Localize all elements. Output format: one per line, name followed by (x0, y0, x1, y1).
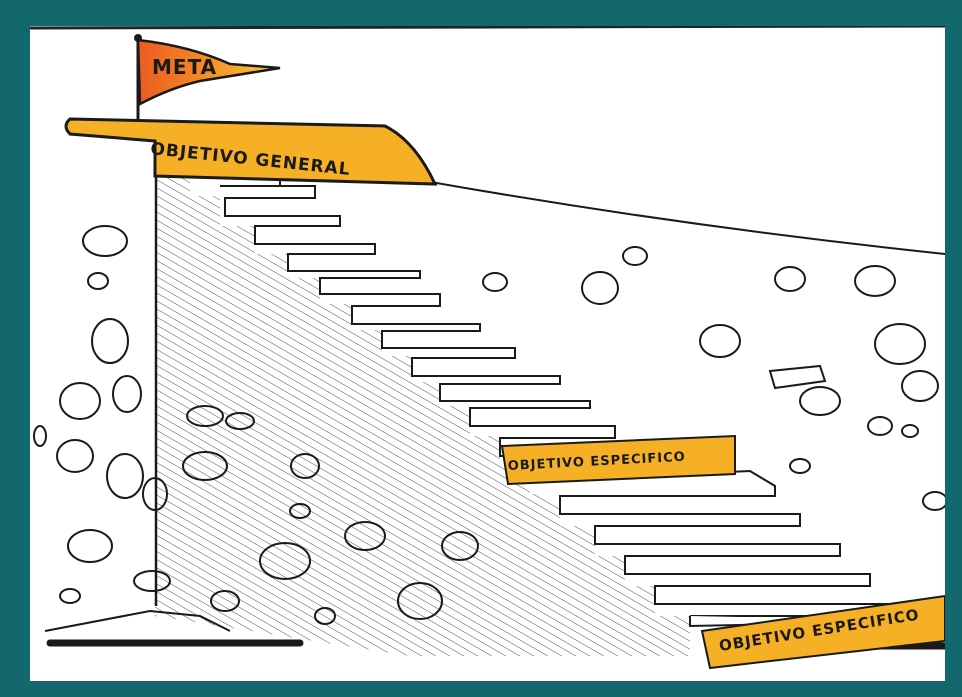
wall-stones (34, 226, 170, 603)
illustration-paper: OBJETIVO GENERAL META OBJETIVO ESPECIFIC… (30, 26, 945, 681)
wall-rim (425, 181, 945, 254)
staircase-illustration: OBJETIVO GENERAL META OBJETIVO ESPECIFIC… (30, 26, 945, 681)
top-border-line (30, 26, 945, 28)
flag-label: META (152, 55, 217, 79)
